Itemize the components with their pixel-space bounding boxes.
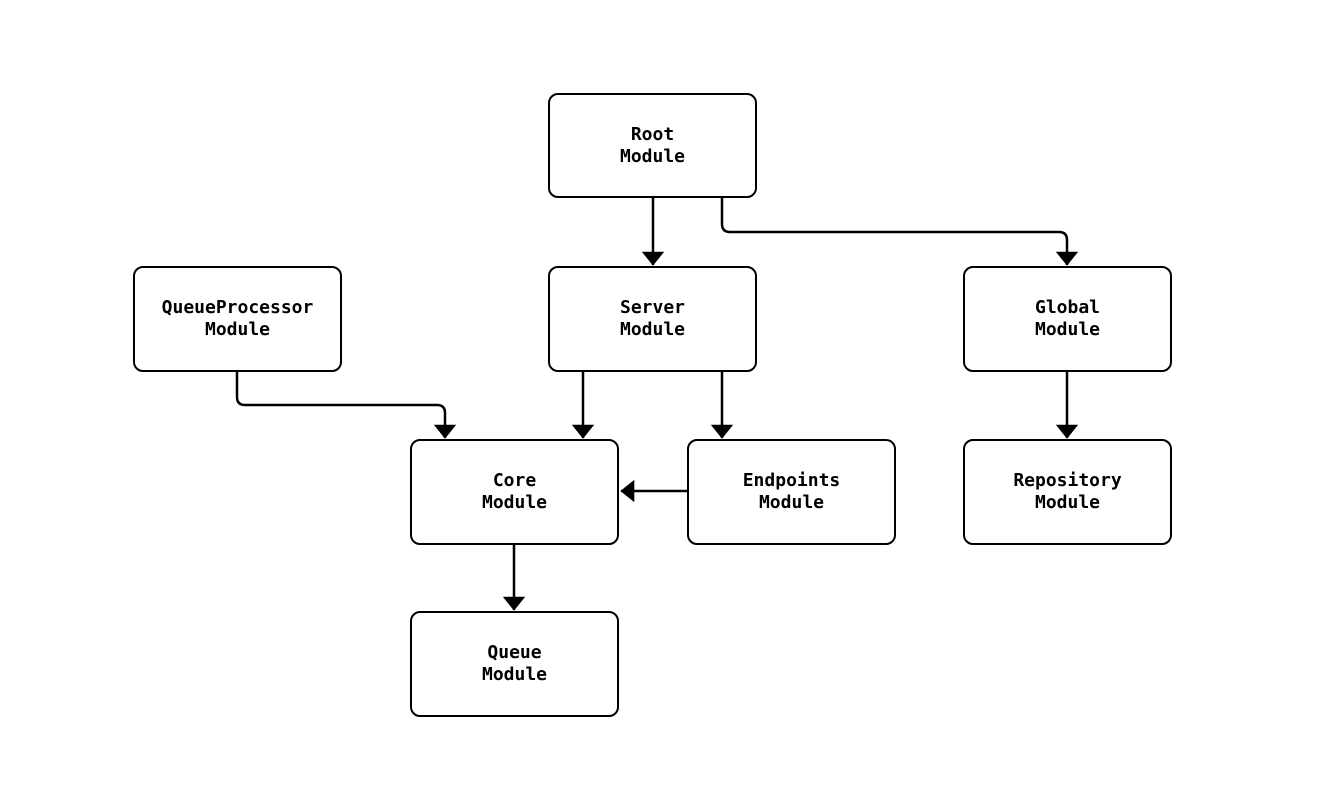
node-repository-module: Repository Module: [963, 439, 1172, 545]
node-server-module: Server Module: [548, 266, 757, 372]
edge-root-to-global: [720, 198, 1079, 266]
node-root-module: Root Module: [548, 93, 757, 198]
edge-queueprocessor-to-core: [235, 372, 457, 439]
node-endpoints-module-label: Endpoints Module: [742, 470, 841, 513]
node-global-module: Global Module: [963, 266, 1172, 372]
node-server-module-label: Server Module: [619, 297, 686, 340]
node-queue-module-label: Queue Module: [481, 642, 548, 685]
node-queueprocessor-module: QueueProcessor Module: [133, 266, 342, 372]
node-queue-module: Queue Module: [410, 611, 619, 717]
node-queueprocessor-module-label: QueueProcessor Module: [161, 297, 314, 340]
node-core-module-label: Core Module: [481, 470, 548, 513]
node-global-module-label: Global Module: [1034, 297, 1101, 340]
node-endpoints-module: Endpoints Module: [687, 439, 896, 545]
node-root-module-label: Root Module: [619, 123, 686, 167]
node-repository-module-label: Repository Module: [1013, 470, 1122, 513]
node-core-module: Core Module: [410, 439, 619, 545]
